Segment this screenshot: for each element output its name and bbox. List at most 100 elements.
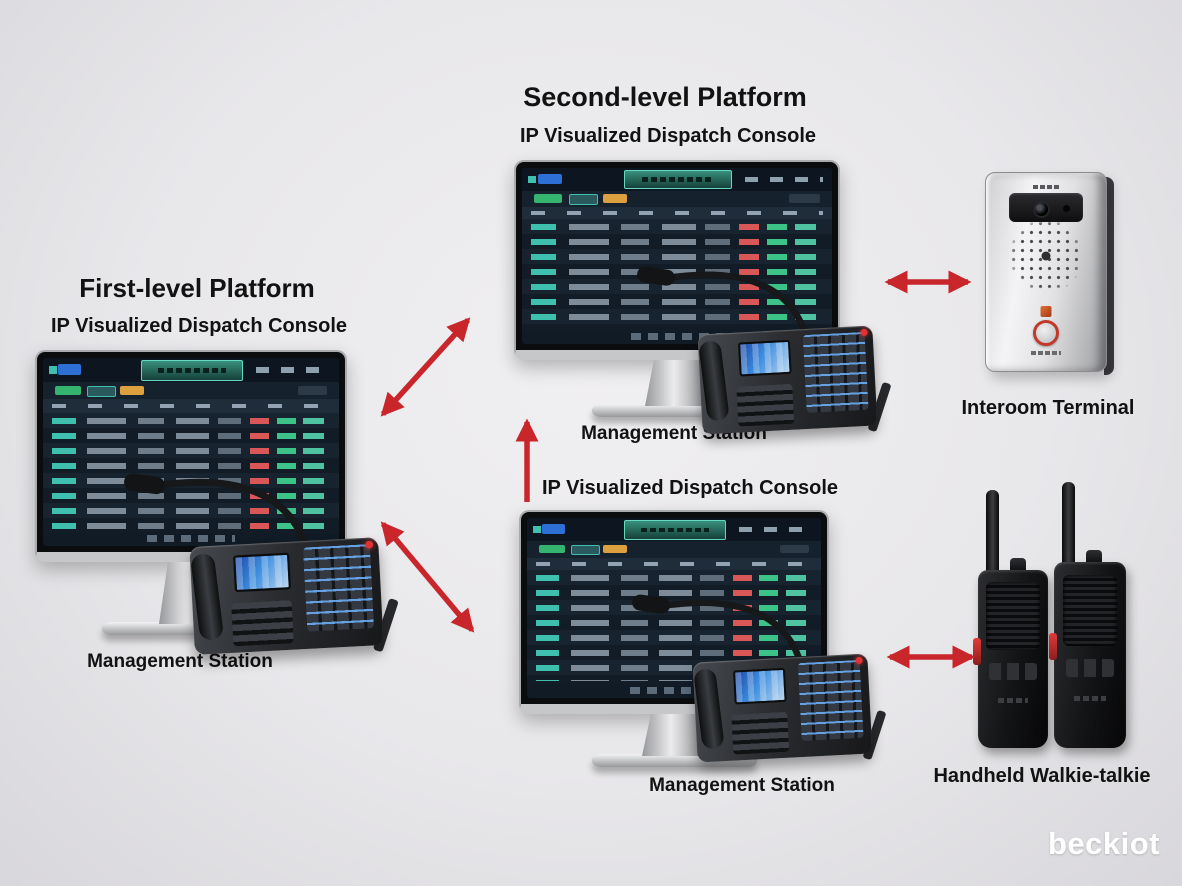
- first-station-label: Management Station: [87, 651, 273, 672]
- speaker-grille: [986, 582, 1040, 651]
- phone-screen: [233, 552, 292, 593]
- lower-station-label: Management Station: [649, 775, 835, 796]
- walkie-talkie-right: [1049, 482, 1126, 748]
- phone-screen: [737, 339, 792, 377]
- second-platform-subtitle: IP Visualized Dispatch Console: [519, 125, 817, 147]
- terminal-brand-mark: [1033, 184, 1059, 189]
- table-column: [659, 575, 692, 682]
- status-led: [855, 656, 863, 665]
- table-column: [137, 417, 165, 529]
- brand-watermark: beckiot: [1047, 826, 1160, 861]
- status-column-teal: [794, 224, 817, 328]
- front-buttons: [1065, 658, 1115, 678]
- first-platform-title: First-level Platform: [79, 273, 315, 303]
- terminal-label-mark: [1031, 351, 1061, 356]
- speaker-grille: [1062, 575, 1118, 646]
- table-column: [531, 224, 557, 328]
- phone-function-keys: [802, 331, 869, 414]
- walkie-body: [1049, 562, 1126, 748]
- toolbar-button: [297, 386, 328, 395]
- toolbar-button: [779, 544, 810, 554]
- table-column: [621, 224, 650, 328]
- ip-dispatch-phone: [637, 266, 892, 435]
- screen-title-banner: [624, 170, 732, 190]
- dispatch-console-screen: [522, 168, 832, 344]
- table-header: [522, 206, 832, 220]
- toolbar-button: [534, 194, 563, 203]
- toolbar-button: [571, 544, 600, 556]
- phone-numpad: [736, 383, 795, 427]
- table-column: [704, 224, 730, 328]
- status-column-red: [739, 224, 760, 328]
- screen-header: [527, 518, 821, 543]
- screen-toolbar: [522, 190, 832, 208]
- toolbar-button: [54, 386, 82, 395]
- antenna: [1062, 482, 1075, 568]
- front-buttons: [989, 662, 1037, 681]
- status-column-green: [766, 224, 788, 328]
- terminal-side-edge: [1104, 177, 1114, 375]
- interoom-terminal-device: [985, 172, 1114, 375]
- toolbar-button: [87, 386, 117, 397]
- toolbar-button: [119, 386, 144, 395]
- screen-title-banner: [624, 520, 726, 540]
- toolbar-button: [568, 194, 599, 205]
- status-column-teal: [303, 417, 325, 529]
- walkie-label-mark: [997, 698, 1029, 704]
- toolbar-button: [602, 194, 628, 203]
- volume-knob: [1010, 558, 1026, 571]
- table-column: [661, 224, 696, 328]
- dispatch-console-screen: [43, 358, 339, 546]
- header-tag: [537, 173, 563, 184]
- phone-body: [189, 537, 384, 655]
- walkie-body: [973, 570, 1048, 748]
- phone-handset: [190, 552, 225, 642]
- table-column: [217, 417, 242, 529]
- interoom-terminal-label: Interoom Terminal: [961, 397, 1135, 419]
- table-body: [43, 412, 339, 533]
- table-body: [522, 219, 832, 332]
- table-column: [568, 224, 609, 328]
- table-column: [87, 417, 126, 529]
- speaker-center: [1041, 251, 1051, 261]
- antenna: [986, 490, 999, 576]
- status-led: [365, 540, 374, 549]
- arrow-first-to-second: [380, 317, 471, 417]
- walkie-label-mark: [1074, 695, 1106, 701]
- phone-numpad: [231, 600, 294, 647]
- ptt-button: [1049, 632, 1057, 660]
- status-column-red: [250, 417, 270, 529]
- screen-toolbar: [43, 382, 339, 401]
- status-column-green: [276, 417, 297, 529]
- screen-header: [522, 168, 832, 192]
- first-platform-subtitle: IP Visualized Dispatch Console: [50, 315, 348, 337]
- phone-function-keys: [302, 544, 375, 632]
- screen-toolbar: [527, 541, 821, 559]
- call-button: [1033, 319, 1059, 346]
- monitor-frame: [35, 350, 347, 562]
- ip-dispatch-phone: [124, 473, 399, 655]
- ptt-button: [973, 637, 981, 665]
- table-header: [43, 399, 339, 413]
- table-column: [535, 575, 560, 682]
- table-column: [571, 575, 610, 682]
- screen-title-banner: [140, 360, 244, 381]
- screen-header: [43, 358, 339, 384]
- table-column: [51, 417, 76, 529]
- table-header: [527, 557, 821, 571]
- header-tag: [541, 524, 566, 535]
- terminal-logo-icon: [1040, 305, 1052, 317]
- phone-screen: [732, 667, 787, 705]
- walkie-talkie-left: [973, 490, 1048, 748]
- volume-knob: [1086, 550, 1102, 563]
- second-platform-title: Second-level Platform: [523, 82, 807, 112]
- terminal-panel: [985, 172, 1107, 372]
- phone-body: [692, 653, 873, 763]
- camera-module: [1008, 192, 1084, 223]
- phone-handset: [693, 667, 725, 750]
- phone-body: [697, 325, 878, 435]
- phone-function-keys: [797, 659, 864, 742]
- ip-dispatch-phone: [632, 594, 887, 763]
- toolbar-button: [603, 544, 627, 554]
- phone-numpad: [731, 711, 790, 755]
